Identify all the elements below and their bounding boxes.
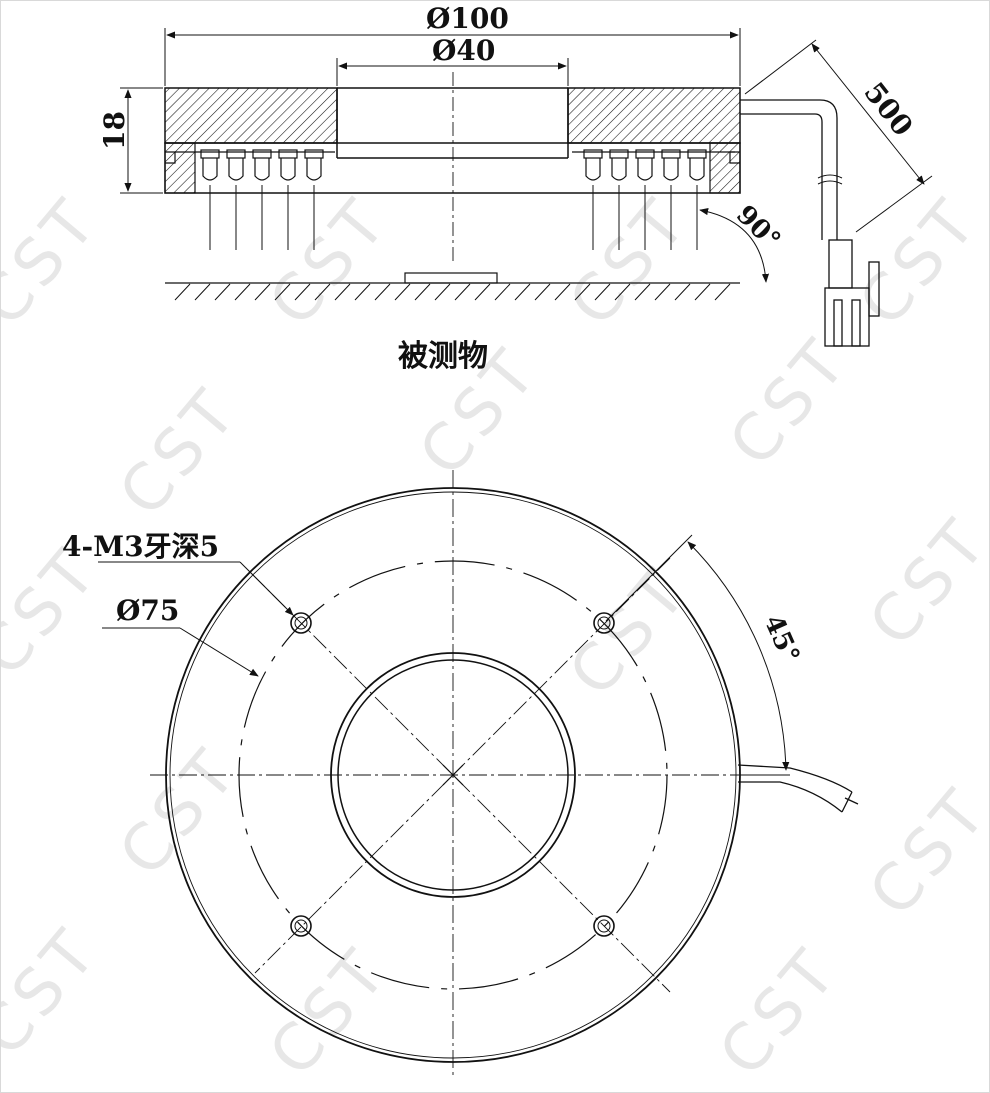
- mounting-hole-bottom-left: [290, 915, 312, 937]
- watermark-2: CST: [256, 184, 404, 341]
- leader-thread: [98, 561, 294, 616]
- watermark-7: CST: [716, 324, 864, 481]
- watermark-12: CST: [856, 774, 990, 931]
- dimension-inner-diameter: [336, 58, 569, 86]
- watermark-10: CST: [856, 504, 990, 661]
- watermark-15: CST: [706, 934, 854, 1091]
- watermark-13: CST: [0, 914, 114, 1071]
- label-cable-length: 500: [857, 76, 919, 142]
- watermark-9: CST: [556, 554, 704, 711]
- light-rays: [209, 185, 698, 250]
- top-center-lines: [150, 470, 760, 1078]
- watermark-5: CST: [106, 374, 254, 531]
- label-angle-45: 45°: [758, 611, 805, 668]
- top-view: [98, 470, 859, 1078]
- inspected-object: [165, 272, 740, 301]
- leader-pcd: [102, 627, 259, 677]
- mounting-hole-top-right: [593, 612, 615, 634]
- label-outer-diameter: Ø100: [426, 2, 509, 35]
- led-array-left: [200, 149, 324, 181]
- side-view: [120, 28, 933, 347]
- mounting-hole-top-left: [290, 612, 312, 634]
- label-thread: 4-M3牙深5: [62, 530, 219, 563]
- dimension-cable-length: [744, 39, 933, 233]
- label-height: 18: [98, 111, 131, 150]
- dimension-angle-45: [605, 534, 790, 776]
- led-array-right: [583, 149, 707, 181]
- top-cable-exit: [737, 764, 859, 813]
- ring-body-section: [164, 87, 741, 194]
- mounting-hole-bottom-right: [593, 915, 615, 937]
- watermark-1: CST: [0, 184, 114, 341]
- cable-connector: [824, 239, 880, 347]
- watermark-4: CST: [846, 184, 990, 341]
- dimension-angle-90: [699, 208, 770, 283]
- dimension-height: [120, 87, 163, 194]
- watermark-14: CST: [256, 934, 404, 1091]
- watermark-11: CST: [106, 734, 254, 891]
- label-pcd: Ø75: [116, 594, 179, 627]
- label-angle-90: 90°: [730, 200, 786, 256]
- label-inspected-object: 被测物: [398, 339, 488, 374]
- dimension-outer-diameter: [164, 28, 741, 86]
- label-inner-diameter: Ø40: [432, 34, 495, 67]
- watermark-3: CST: [556, 184, 704, 341]
